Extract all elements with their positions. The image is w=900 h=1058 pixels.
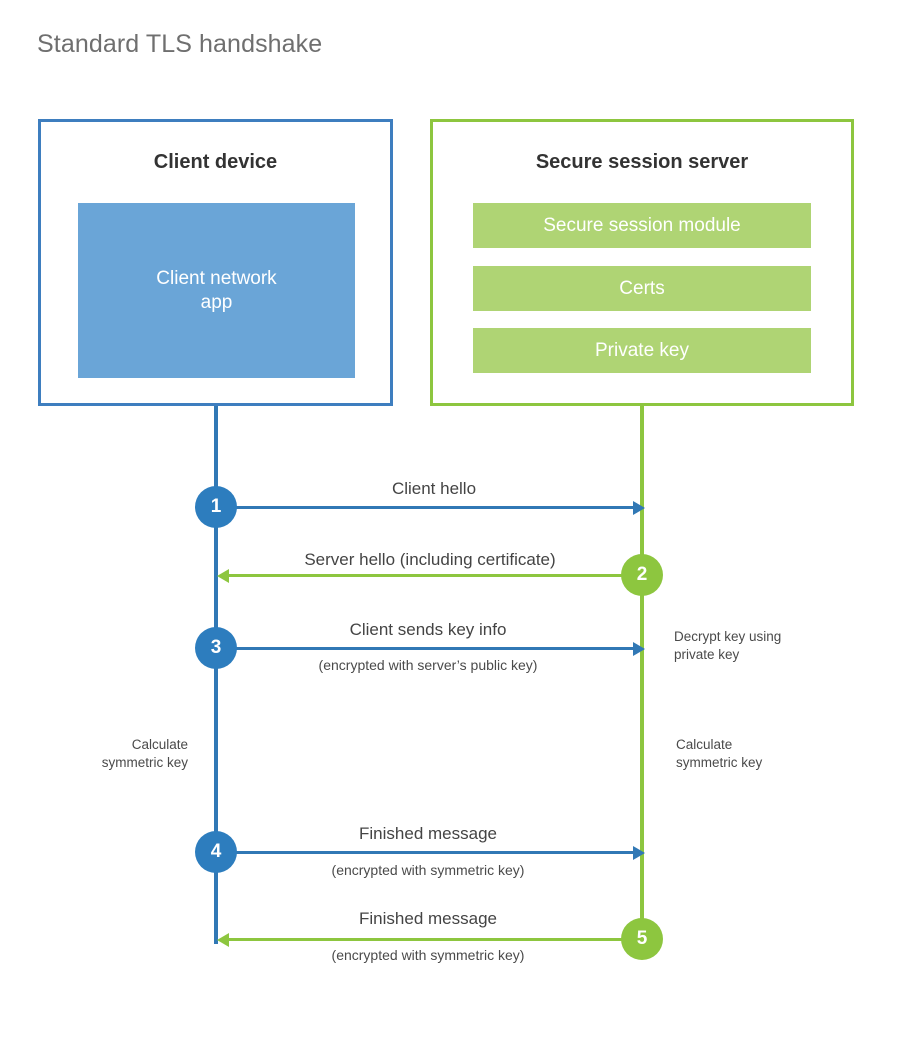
arrowhead-left-icon (217, 932, 229, 947)
step-4-arrow (216, 845, 645, 860)
step-5-arrow (217, 932, 642, 947)
secure-session-module-label: Secure session module (543, 214, 741, 236)
server-lifeline (640, 406, 644, 939)
secure-session-server-title: Secure session server (535, 151, 749, 173)
arrowhead-right-icon (633, 641, 645, 656)
step-4-badge: 4 (195, 831, 237, 873)
client-lifeline (214, 406, 218, 944)
secure-session-server-box: Secure session server Secure session mod… (430, 119, 854, 406)
step-3-arrow (216, 641, 645, 656)
annotation-client-calculate-symmetric-key: Calculate symmetric key (101, 737, 188, 770)
annotation-server-calculate-symmetric-key: Calculate symmetric key (676, 737, 763, 770)
step-5-label: Finished message (359, 909, 497, 928)
client-network-app-block: Client network app (78, 203, 355, 378)
secure-session-module-block: Secure session module (473, 203, 811, 248)
step-1-label: Client hello (391, 479, 477, 498)
private-key-block: Private key (473, 328, 811, 373)
step-2-badge: 2 (621, 554, 663, 596)
step-5-badge: 5 (621, 918, 663, 960)
step-1-arrow (216, 500, 645, 515)
step-4-label: Finished message (359, 824, 497, 843)
page-title: Standard TLS handshake (37, 30, 323, 58)
annotation-decrypt-key: Decrypt key using private key (674, 629, 782, 662)
step-5-sublabel: (encrypted with symmetric key) (331, 947, 525, 963)
step-2-label: Server hello (including certificate) (304, 550, 556, 569)
certs-block: Certs (473, 266, 811, 311)
step-3-sublabel: (encrypted with server’s public key) (318, 657, 538, 673)
step-3-label: Client sends key info (349, 620, 507, 639)
arrowhead-right-icon (633, 500, 645, 515)
certs-label: Certs (619, 277, 665, 299)
step-2-arrow (217, 568, 642, 583)
step-4-sublabel: (encrypted with symmetric key) (331, 862, 525, 878)
private-key-label: Private key (595, 339, 689, 361)
arrowhead-right-icon (633, 845, 645, 860)
client-network-app-label: Client network app (156, 267, 277, 313)
step-3-badge: 3 (195, 627, 237, 669)
step-1-badge: 1 (195, 486, 237, 528)
client-device-box: Client device Client network app (38, 119, 393, 406)
arrowhead-left-icon (217, 568, 229, 583)
client-device-title: Client device (153, 151, 278, 173)
